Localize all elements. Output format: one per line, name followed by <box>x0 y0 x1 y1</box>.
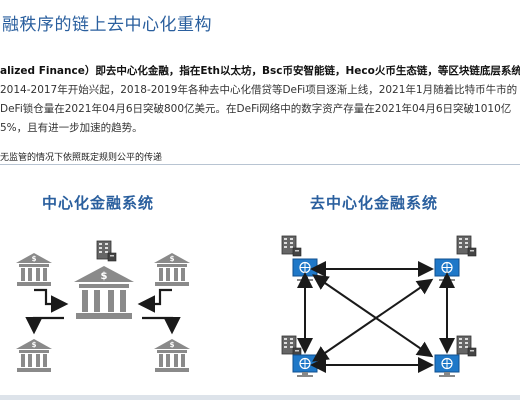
bank-icon-bottom-left <box>16 339 52 372</box>
paragraph-line-1: alized Finance）即去中心化金融，指在Eth以太坊，Bsc币安智能链… <box>0 65 520 77</box>
centralized-finance-title: 中心化金融系统 <box>42 194 155 212</box>
arrow-from-center <box>142 316 181 335</box>
bottom-strip <box>0 395 520 400</box>
arrow-to-center <box>137 288 172 313</box>
node-icon-top-right <box>434 258 460 282</box>
paragraph-line-3: DeFi锁仓量在2021年04月6日突破800亿美元。在DeFi网络中的数字资产… <box>0 103 512 115</box>
node-icon-top-left <box>292 258 318 282</box>
server-icon <box>281 235 302 257</box>
arrow-to-center <box>34 288 69 313</box>
node-icon-bottom-left <box>292 354 318 378</box>
server-icon <box>456 235 477 257</box>
paragraph-line-2: 2014-2017年开始兴起，2018-2019年各种去中心化借贷等DeFi项目… <box>0 84 518 96</box>
decentralized-finance-title: 去中心化金融系统 <box>310 194 439 212</box>
link-diagonal-up <box>312 278 434 362</box>
bank-icon-top-right <box>154 253 190 286</box>
finance-diagram-figure: 中心化金融系统 去中心化金融系统 $ <box>0 165 520 400</box>
divider <box>0 164 520 165</box>
paragraph-line-4: 5%，且有进一步加速的趋势。 <box>0 122 143 134</box>
server-icon <box>96 240 117 262</box>
server-icon <box>281 335 302 357</box>
node-icon-bottom-right <box>434 354 460 378</box>
arrow-from-center <box>25 316 64 335</box>
central-bank-icon <box>74 266 134 319</box>
figure-caption: 无监管的情况下依照既定规则公平的传递 <box>0 153 163 163</box>
server-icon <box>456 335 477 357</box>
bank-icon-top-left <box>16 253 52 286</box>
article-title: 融秩序的链上去中心化重构 <box>2 15 212 35</box>
bank-icon-bottom-right <box>154 339 190 372</box>
finance-diagram: $ $ <box>16 235 477 378</box>
